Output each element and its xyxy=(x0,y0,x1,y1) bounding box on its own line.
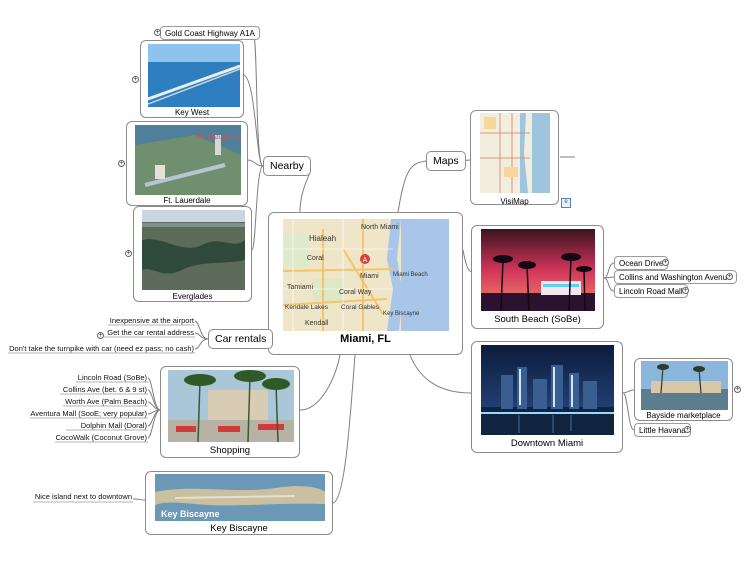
link-icon[interactable]: e xyxy=(561,198,571,208)
visimap-label: VisiMap xyxy=(500,197,529,206)
everglades-label: Everglades xyxy=(172,292,213,301)
node-collins-washington[interactable]: Collins and Washington Avenue xyxy=(614,270,737,284)
expand-icon[interactable]: + xyxy=(662,259,669,266)
miami-map-image: A North Miami Hialeah Coral Miami Miami … xyxy=(283,219,449,331)
map-label-coral: Coral xyxy=(307,255,324,262)
key-biscayne-image: Key Biscayne xyxy=(155,474,325,521)
visimap-image xyxy=(480,113,550,193)
node-visimap[interactable]: VisiMap xyxy=(470,110,559,206)
central-topic-miami[interactable]: A North Miami Hialeah Coral Miami Miami … xyxy=(268,212,463,355)
node-lincoln-road-mall[interactable]: Lincoln Road Mall xyxy=(614,284,688,298)
note-inexpensive-airport: Inexpensive at the airport xyxy=(109,316,194,325)
bayside-label: Bayside marketplace xyxy=(646,411,721,420)
branch-car-rentals[interactable]: Car rentals xyxy=(208,329,274,349)
note-lincoln-road: Lincoln Road (SoBe) xyxy=(77,373,147,382)
map-marker-icon xyxy=(360,254,370,264)
map-label-kendall: Kendall xyxy=(305,320,329,327)
map-label-north-miami: North Miami xyxy=(361,224,399,231)
node-ft-lauderdale[interactable]: Fort Lauderdale Ft. Lauerdale xyxy=(126,121,248,206)
branch-maps[interactable]: Maps xyxy=(426,151,466,171)
map-label-tamiami: Tamiami xyxy=(287,284,314,291)
map-label-miami-beach: Miami Beach xyxy=(393,272,428,278)
key-biscayne-label: Key Biscayne xyxy=(210,523,268,534)
branch-nearby[interactable]: Nearby xyxy=(263,156,311,176)
downtown-miami-image xyxy=(481,345,614,435)
expand-icon[interactable]: + xyxy=(726,273,733,280)
node-downtown-miami[interactable]: Downtown Miami xyxy=(471,341,623,453)
map-marker-label: A xyxy=(363,257,368,264)
south-beach-image xyxy=(481,229,595,311)
node-ocean-drive[interactable]: Ocean Drive xyxy=(614,256,669,270)
node-key-biscayne[interactable]: Key Biscayne Key Biscayne xyxy=(145,471,333,535)
node-little-havana[interactable]: Little Havana xyxy=(634,423,691,437)
map-label-miami: Miami xyxy=(360,273,379,280)
expand-icon[interactable]: + xyxy=(132,76,139,83)
note-cocowalk: CocoWalk (Coconut Grove) xyxy=(55,433,147,442)
key-west-image xyxy=(148,44,240,107)
note-nice-island: Nice island next to downtown xyxy=(34,492,132,501)
map-label-hialeah: Hialeah xyxy=(309,234,336,243)
map-label-key-biscayne: Key Biscayne xyxy=(383,311,420,317)
bayside-image xyxy=(641,361,728,410)
expand-icon[interactable]: + xyxy=(734,386,741,393)
map-label-kendale-lakes: Kendale Lakes xyxy=(285,304,329,311)
note-worth-ave: Worth Ave (Palm Beach) xyxy=(65,397,147,406)
key-west-label: Key West xyxy=(174,108,210,117)
shopping-image xyxy=(168,370,294,442)
node-gold-coast-highway[interactable]: Gold Coast Highway A1A xyxy=(160,26,260,40)
node-south-beach[interactable]: South Beach (SoBe) xyxy=(471,225,604,329)
note-rental-address: Get the car rental address xyxy=(107,328,194,337)
note-dolphin-mall: Dolphin Mall (Doral) xyxy=(80,421,147,430)
expand-icon[interactable]: + xyxy=(125,250,132,257)
downtown-miami-label: Downtown Miami xyxy=(510,438,584,449)
key-biscayne-caption: Key Biscayne xyxy=(161,509,220,519)
central-topic-title: Miami, FL xyxy=(340,333,391,345)
expand-icon[interactable]: + xyxy=(97,332,104,339)
note-collins-ave: Collins Ave (bet. 6 & 9 st) xyxy=(62,385,147,394)
node-shopping[interactable]: Shopping xyxy=(160,366,300,458)
ft-lauderdale-sign: Fort Lauderdale xyxy=(196,133,241,141)
note-turnpike: Don't take the turnpike with car (need e… xyxy=(9,344,194,353)
node-key-west[interactable]: Key West xyxy=(140,40,244,118)
node-bayside-marketplace[interactable]: Bayside marketplace xyxy=(634,358,733,421)
note-aventura-mall: Aventura Mall (SooE; very popular) xyxy=(30,409,147,418)
node-everglades[interactable]: Everglades xyxy=(133,206,252,302)
expand-icon[interactable]: + xyxy=(682,287,689,294)
everglades-image xyxy=(142,210,245,290)
expand-icon[interactable]: + xyxy=(118,160,125,167)
ft-lauderdale-image: Fort Lauderdale xyxy=(135,125,241,195)
map-label-coral-way: Coral Way xyxy=(339,289,372,296)
south-beach-label: South Beach (SoBe) xyxy=(494,314,581,325)
map-label-coral-gables: Coral Gables xyxy=(341,304,380,311)
ft-lauderdale-label: Ft. Lauerdale xyxy=(163,196,211,205)
expand-icon[interactable]: + xyxy=(154,29,161,36)
expand-icon[interactable]: + xyxy=(684,426,691,433)
shopping-label: Shopping xyxy=(209,445,251,456)
